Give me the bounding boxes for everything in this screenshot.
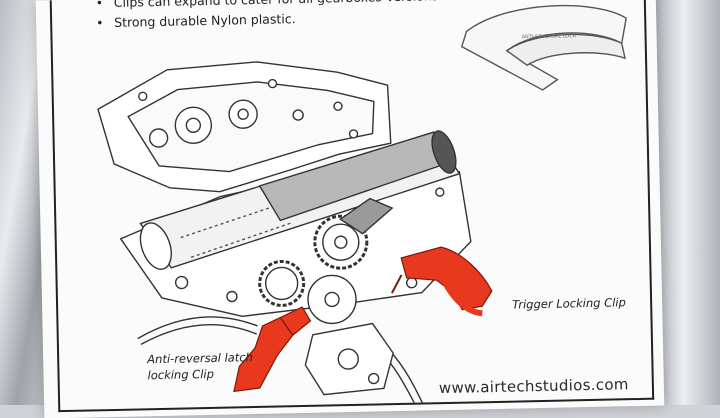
clip-inset-icon: ANTI-REVERSAL LOCK: [460, 4, 627, 91]
trigger-clip-label: Trigger Locking Clip: [512, 294, 626, 312]
instruction-card: Clips can expand to cater for all gearbo…: [35, 0, 665, 418]
trigger-clip-label-text: Trigger Locking Clip: [512, 295, 626, 312]
clip-inset-text: ANTI-REVERSAL LOCK: [522, 33, 577, 40]
anti-reversal-clip-icon: [233, 306, 312, 393]
trigger-clip-icon: [391, 246, 493, 317]
anti-reversal-clip-label: Anti-reversal latch locking Clip: [147, 349, 253, 383]
anti-reversal-label-line1: Anti-reversal latch: [147, 350, 254, 367]
anti-reversal-label-line2: locking Clip: [147, 366, 215, 383]
gearbox-diagram-icon: ANTI-REVERSAL LOCK: [97, 4, 627, 404]
